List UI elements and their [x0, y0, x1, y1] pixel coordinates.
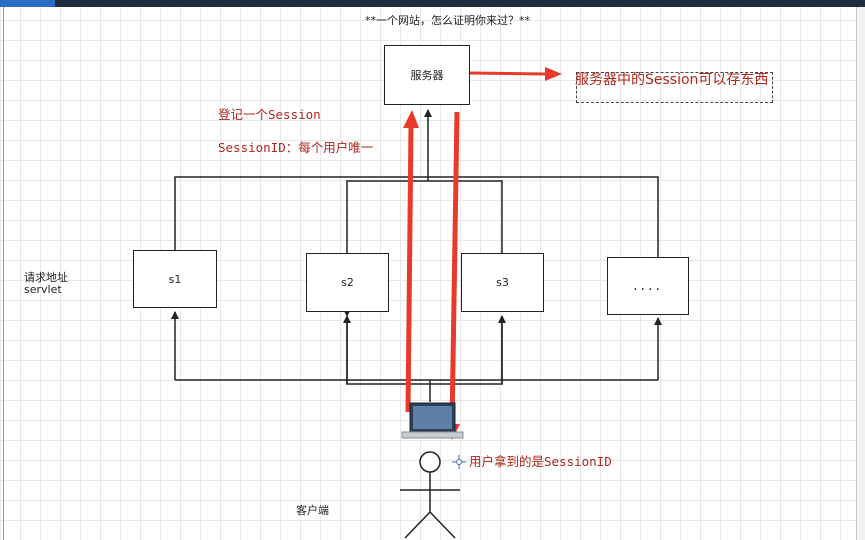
servlet-label: s1	[168, 272, 182, 286]
upper-bus	[174, 109, 659, 257]
left-rule	[3, 7, 4, 540]
right-scrollbar[interactable]	[856, 7, 865, 540]
servlet-box-s3[interactable]: s3	[461, 253, 544, 312]
server-box[interactable]: 服务器	[384, 45, 470, 105]
crosshair-icon	[452, 455, 466, 469]
client-note: 用户拿到的是SessionID	[469, 454, 612, 469]
lower-bus	[171, 309, 662, 402]
user-figure	[400, 451, 460, 539]
servlet-box-s2[interactable]: s2	[306, 253, 389, 312]
window-top-accent	[0, 0, 55, 7]
laptop-icon	[401, 402, 464, 439]
server-label: 服务器	[410, 69, 444, 82]
server-note-text: 服务器中的Session可以存东西	[575, 72, 769, 88]
annotation-session-id: SessionID：每个用户唯一	[218, 140, 374, 155]
servlet-box-more[interactable]: ....	[607, 257, 689, 315]
server-note-box[interactable]	[576, 72, 773, 103]
servlet-label: s2	[341, 276, 354, 289]
red-arrow-server-to-client	[444, 111, 460, 440]
diagram-title: **一个网站，怎么证明你来过？**	[365, 14, 530, 27]
servlet-label: ....	[633, 278, 663, 294]
servlet-label: s3	[496, 276, 509, 289]
left-label-servlet: servlet	[24, 283, 62, 296]
window-top-bar	[0, 0, 865, 7]
left-label-request-address: 请求地址	[24, 271, 68, 284]
red-arrow-server-note	[469, 67, 562, 81]
red-arrow-client-to-server	[403, 110, 419, 413]
servlet-box-s1[interactable]: s1	[133, 250, 217, 308]
client-label: 客户端	[296, 504, 329, 517]
annotation-register-session: 登记一个Session	[218, 107, 321, 122]
